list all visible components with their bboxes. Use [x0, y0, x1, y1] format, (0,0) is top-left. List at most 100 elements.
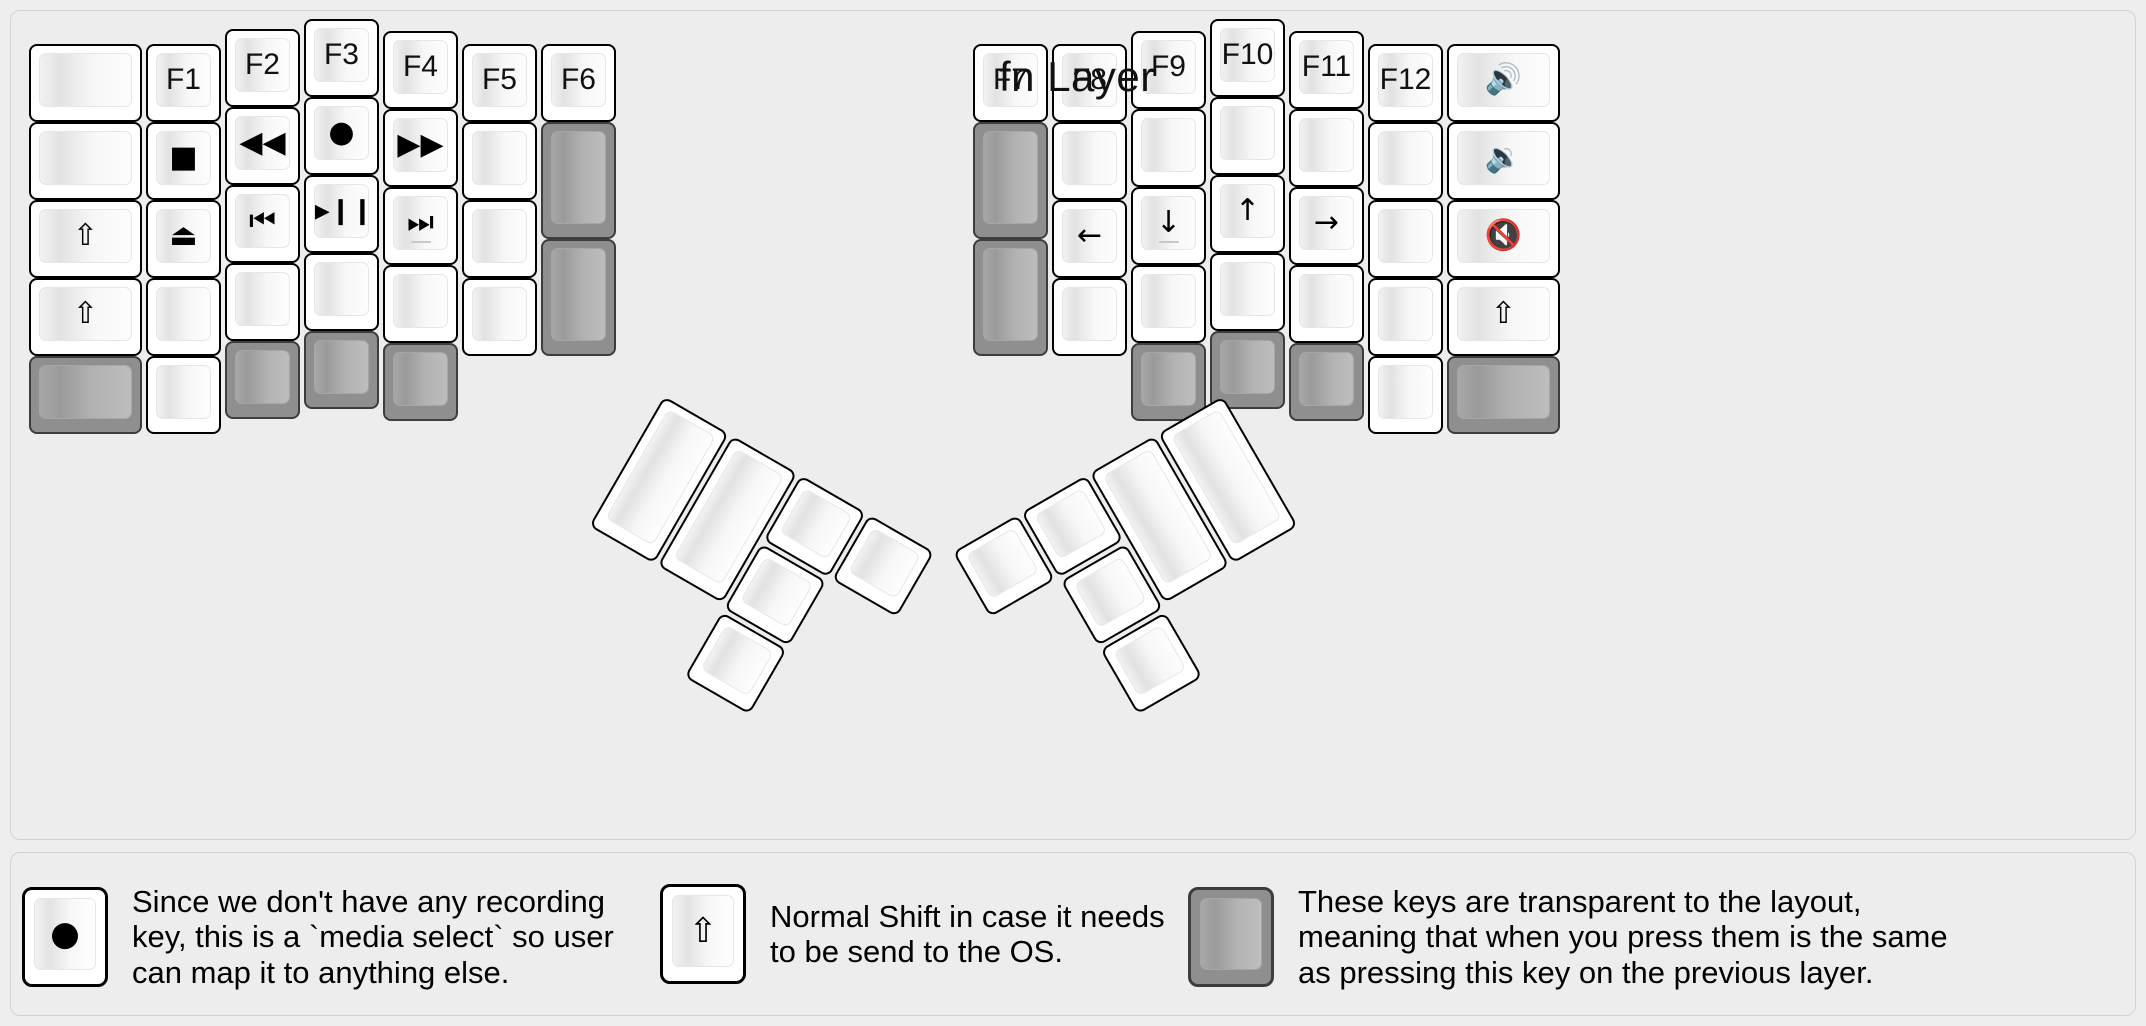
key-l-c5-r3-cap — [472, 287, 527, 341]
key-l-c6-r0-label: F6 — [560, 63, 596, 96]
key-r-c1-r3[interactable] — [1052, 278, 1127, 356]
key-r-c0-r0[interactable]: F7 — [973, 44, 1048, 122]
key-r-c5-r2-cap — [1378, 209, 1433, 263]
key-l-c4-r1[interactable]: ▶▶ — [383, 109, 458, 187]
key-l-c6-r2[interactable] — [541, 239, 616, 356]
key-r-c6-r1[interactable]: 🔉 — [1447, 122, 1560, 200]
key-r-c3-r1-cap — [1220, 106, 1275, 160]
arrow-left-icon: ← — [1076, 218, 1103, 253]
key-l-c0-r4[interactable] — [29, 356, 142, 434]
key-r-c2-r2[interactable]: ↓ — [1131, 187, 1206, 265]
key-r-c0-r0-cap: F7 — [983, 53, 1038, 107]
key-l-c3-r1[interactable]: ● — [304, 97, 379, 175]
key-r-c6-r2[interactable]: 🔇 — [1447, 200, 1560, 278]
key-l-c5-r2[interactable] — [462, 200, 537, 278]
key-l-c3-r0[interactable]: F3 — [304, 19, 379, 97]
key-r-c3-r2[interactable]: ↑ — [1210, 175, 1285, 253]
key-l-c1-r4[interactable] — [146, 356, 221, 434]
key-l-c2-r4[interactable] — [225, 341, 300, 419]
key-l-c5-r0[interactable]: F5 — [462, 44, 537, 122]
volume-down-icon: 🔉 — [1484, 140, 1523, 175]
key-r-c1-r1[interactable] — [1052, 122, 1127, 200]
key-l-c1-r3[interactable] — [146, 278, 221, 356]
key-r-c6-r3[interactable]: ⇧ — [1447, 278, 1560, 356]
key-l-c0-r1[interactable] — [29, 122, 142, 200]
key-r-c1-r2[interactable]: ← — [1052, 200, 1127, 278]
key-l-c4-r4[interactable] — [383, 343, 458, 421]
key-r-c5-r0[interactable]: F12 — [1368, 44, 1443, 122]
key-l-thumb-4-cap — [740, 556, 814, 629]
key-r-c3-r0[interactable]: F10 — [1210, 19, 1285, 97]
key-r-c2-r4[interactable] — [1131, 343, 1206, 421]
key-r-c5-r0-label: F12 — [1379, 63, 1432, 96]
key-l-c2-r3[interactable] — [225, 263, 300, 341]
volume-up-icon: 🔊 — [1484, 62, 1523, 97]
key-l-c4-r3[interactable] — [383, 265, 458, 343]
key-r-thumb-5-cap — [1113, 624, 1187, 697]
key-r-c0-r1[interactable] — [973, 122, 1048, 239]
key-r-c1-r0-cap: F8 — [1062, 53, 1117, 107]
key-r-thumb-2-cap — [1034, 487, 1108, 560]
key-l-c1-r4-cap — [156, 365, 211, 419]
key-l-c5-r3[interactable] — [462, 278, 537, 356]
key-r-c5-r1-cap — [1378, 131, 1433, 185]
key-l-c0-r4-cap — [39, 365, 132, 419]
legend-description-record: Since we don't have any recording key, t… — [132, 884, 614, 990]
key-l-c2-r1[interactable]: ◀◀ — [225, 107, 300, 185]
key-r-c2-r0[interactable]: F9 — [1131, 31, 1206, 109]
key-l-c1-r0[interactable]: F1 — [146, 44, 221, 122]
key-r-c0-r2-cap — [983, 248, 1038, 341]
key-r-c2-r3[interactable] — [1131, 265, 1206, 343]
key-l-c1-r2[interactable]: ⏏ — [146, 200, 221, 278]
key-r-c5-r1[interactable] — [1368, 122, 1443, 200]
key-l-c5-r1[interactable] — [462, 122, 537, 200]
key-l-c0-r0[interactable] — [29, 44, 142, 122]
key-r-c4-r0-cap: F11 — [1299, 40, 1354, 94]
key-l-c0-r3-cap: ⇧ — [39, 287, 132, 341]
key-r-c3-r0-label: F10 — [1221, 38, 1274, 71]
key-l-c5-r0-cap: F5 — [472, 53, 527, 107]
key-r-c4-r4[interactable] — [1289, 343, 1364, 421]
key-r-c5-r3[interactable] — [1368, 278, 1443, 356]
key-r-c6-r3-cap: ⇧ — [1457, 287, 1550, 341]
key-l-c6-r1[interactable] — [541, 122, 616, 239]
legend-key-record: ● — [22, 886, 108, 987]
key-r-c3-r1[interactable] — [1210, 97, 1285, 175]
key-r-c0-r2[interactable] — [973, 239, 1048, 356]
key-l-c3-r3[interactable] — [304, 253, 379, 331]
key-r-c4-r2[interactable]: → — [1289, 187, 1364, 265]
key-l-c6-r0[interactable]: F6 — [541, 44, 616, 122]
key-r-c3-r4[interactable] — [1210, 331, 1285, 409]
legend-panel — [10, 852, 2136, 1016]
key-r-c4-r0[interactable]: F11 — [1289, 31, 1364, 109]
key-l-c2-r2[interactable]: ⏮ — [225, 185, 300, 263]
key-r-c2-r1[interactable] — [1131, 109, 1206, 187]
key-r-c5-r4[interactable] — [1368, 356, 1443, 434]
key-l-c3-r0-cap: F3 — [314, 28, 369, 82]
key-r-c6-r4-cap — [1457, 365, 1550, 419]
key-r-c4-r1[interactable] — [1289, 109, 1364, 187]
key-l-c2-r0[interactable]: F2 — [225, 29, 300, 107]
key-l-c1-r1[interactable]: ■ — [146, 122, 221, 200]
key-r-c4-r3[interactable] — [1289, 265, 1364, 343]
volume-mute-icon: 🔇 — [1484, 218, 1523, 253]
eject-icon: ⏏ — [169, 218, 198, 253]
key-r-c5-r2[interactable] — [1368, 200, 1443, 278]
key-r-c1-r0[interactable]: F8 — [1052, 44, 1127, 122]
key-l-c2-r1-cap: ◀◀ — [235, 116, 290, 170]
key-r-c3-r3[interactable] — [1210, 253, 1285, 331]
key-l-c4-r2[interactable]: ⏭ — [383, 187, 458, 265]
legend-description-shift: Normal Shift in case it needs to be send… — [770, 898, 1165, 969]
shift-icon: ⇧ — [72, 296, 99, 331]
key-r-c1-r3-cap — [1062, 287, 1117, 341]
key-l-c0-r2[interactable]: ⇧ — [29, 200, 142, 278]
key-r-c6-r4[interactable] — [1447, 356, 1560, 434]
key-l-c3-r4[interactable] — [304, 331, 379, 409]
key-l-c4-r0[interactable]: F4 — [383, 31, 458, 109]
key-l-c4-r1-cap: ▶▶ — [393, 118, 448, 172]
key-l-c0-r3[interactable]: ⇧ — [29, 278, 142, 356]
key-r-c6-r0[interactable]: 🔊 — [1447, 44, 1560, 122]
shift-icon: ⇧ — [1490, 296, 1517, 331]
key-l-c3-r2[interactable]: ▶❙❙ — [304, 175, 379, 253]
